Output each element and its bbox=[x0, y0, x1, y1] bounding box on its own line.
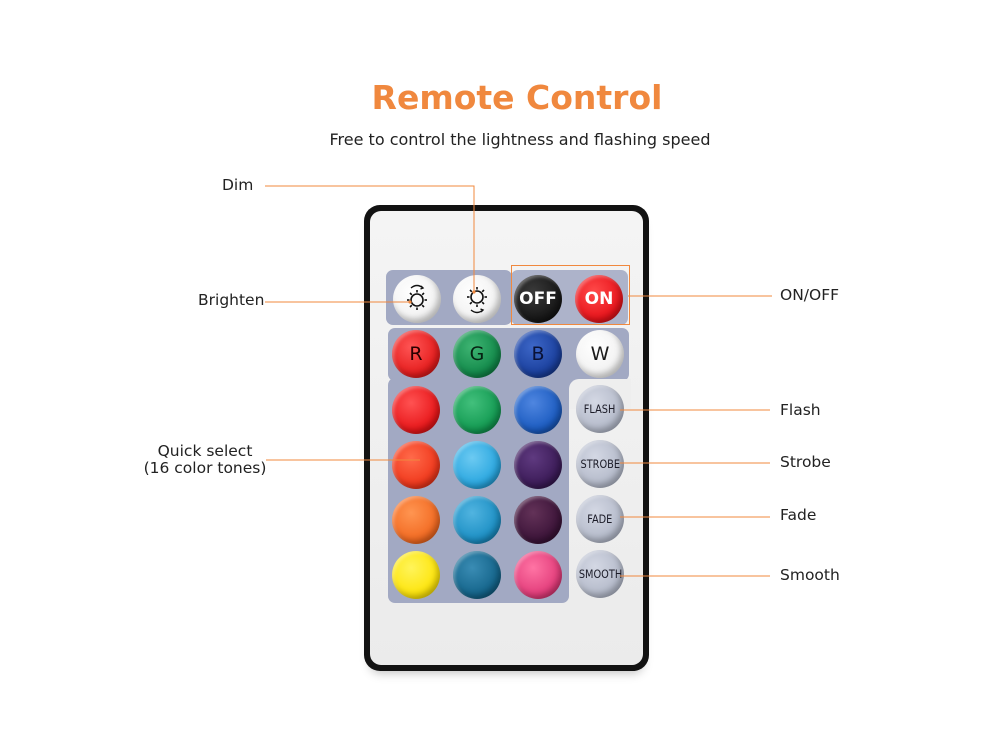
flash-button-label: FLASH bbox=[584, 402, 616, 416]
strobe-button-label: STROBE bbox=[580, 457, 620, 471]
green-button-label: G bbox=[469, 343, 485, 365]
dim-label: Dim bbox=[222, 176, 254, 194]
quick-select-label-line1: Quick select bbox=[157, 442, 253, 460]
on-off-highlight bbox=[511, 265, 630, 325]
color-button-r3c3[interactable] bbox=[514, 496, 562, 544]
green-button[interactable]: G bbox=[453, 330, 501, 378]
quick-select-label: Quick select (16 color tones) bbox=[140, 443, 270, 477]
color-button-r2c1[interactable] bbox=[392, 441, 440, 489]
color-button-r2c3[interactable] bbox=[514, 441, 562, 489]
dim-leader-dot bbox=[472, 290, 476, 294]
quick-select-label-line2: (16 color tones) bbox=[143, 459, 267, 477]
color-button-r4c3[interactable] bbox=[514, 551, 562, 599]
brightness-down-icon bbox=[467, 287, 487, 314]
brightness-up-icon bbox=[407, 284, 427, 310]
color-button-r1c3[interactable] bbox=[514, 386, 562, 434]
off-button[interactable]: OFF bbox=[514, 275, 562, 323]
color-button-r4c1[interactable] bbox=[392, 551, 440, 599]
blue-button-label: B bbox=[531, 343, 545, 365]
color-button-r4c2[interactable] bbox=[453, 551, 501, 599]
dim-leader-line bbox=[265, 185, 475, 292]
on-button[interactable]: ON bbox=[575, 275, 623, 323]
fade-label: Fade bbox=[780, 506, 817, 524]
red-button-label: R bbox=[409, 343, 423, 365]
strobe-button[interactable]: STROBE bbox=[576, 440, 624, 488]
color-button-r3c2[interactable] bbox=[453, 496, 501, 544]
white-button[interactable]: W bbox=[576, 330, 624, 378]
brighten-button[interactable] bbox=[393, 275, 441, 323]
brighten-leader-dot bbox=[408, 300, 412, 304]
on-button-label: ON bbox=[584, 289, 614, 309]
white-button-label: W bbox=[590, 343, 610, 365]
smooth-label: Smooth bbox=[780, 566, 840, 584]
fade-button-label: FADE bbox=[587, 512, 613, 526]
dim-button[interactable] bbox=[453, 275, 501, 323]
brighten-label: Brighten bbox=[198, 291, 265, 309]
page-subtitle: Free to control the lightness and flashi… bbox=[329, 130, 711, 149]
color-button-r1c2[interactable] bbox=[453, 386, 501, 434]
strobe-label: Strobe bbox=[780, 453, 831, 471]
color-button-r3c1[interactable] bbox=[392, 496, 440, 544]
off-button-label: OFF bbox=[519, 289, 557, 309]
flash-label: Flash bbox=[780, 401, 821, 419]
color-button-r1c1[interactable] bbox=[392, 386, 440, 434]
color-button-r2c2[interactable] bbox=[453, 441, 501, 489]
smooth-button[interactable]: SMOOTH bbox=[576, 550, 624, 598]
fade-button[interactable]: FADE bbox=[576, 495, 624, 543]
page-title: Remote Control bbox=[371, 78, 663, 117]
flash-button[interactable]: FLASH bbox=[576, 385, 624, 433]
blue-button[interactable]: B bbox=[514, 330, 562, 378]
on-off-label: ON/OFF bbox=[780, 286, 840, 304]
smooth-button-label: SMOOTH bbox=[578, 567, 622, 581]
red-button[interactable]: R bbox=[392, 330, 440, 378]
